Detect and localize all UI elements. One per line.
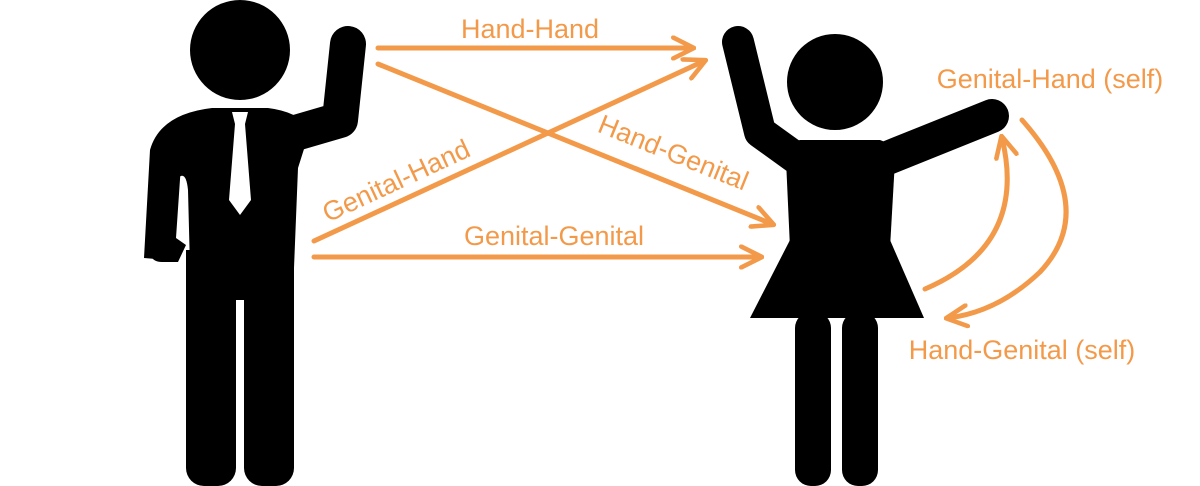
female-torso xyxy=(786,140,895,248)
arrow-hand-genital xyxy=(375,61,772,224)
female-head xyxy=(787,34,883,130)
label-genital-hand: Genital-Hand xyxy=(318,134,475,228)
label-hand-hand: Hand-Hand xyxy=(461,14,599,44)
male-torso xyxy=(144,108,310,268)
male-right-leg xyxy=(244,262,294,486)
male-tie xyxy=(229,112,251,215)
male-head xyxy=(190,0,290,100)
label-genital-genital: Genital-Genital xyxy=(464,221,644,251)
label-genital-hand-self: Genital-Hand (self) xyxy=(937,64,1164,94)
arrow-genital-hand-self xyxy=(922,138,1007,292)
arrow-genital-hand xyxy=(311,61,704,244)
male-figure xyxy=(144,0,366,486)
label-hand-genital-self: Hand-Genital (self) xyxy=(909,335,1136,365)
arrow-hand-genital-self xyxy=(948,117,1069,318)
female-skirt xyxy=(750,240,924,318)
male-left-arm xyxy=(150,140,186,262)
female-right-leg xyxy=(842,312,878,486)
arrows xyxy=(311,48,1069,318)
female-left-leg xyxy=(795,312,831,486)
male-hips xyxy=(186,250,294,300)
male-left-leg xyxy=(186,262,236,486)
female-figure xyxy=(722,26,1009,486)
